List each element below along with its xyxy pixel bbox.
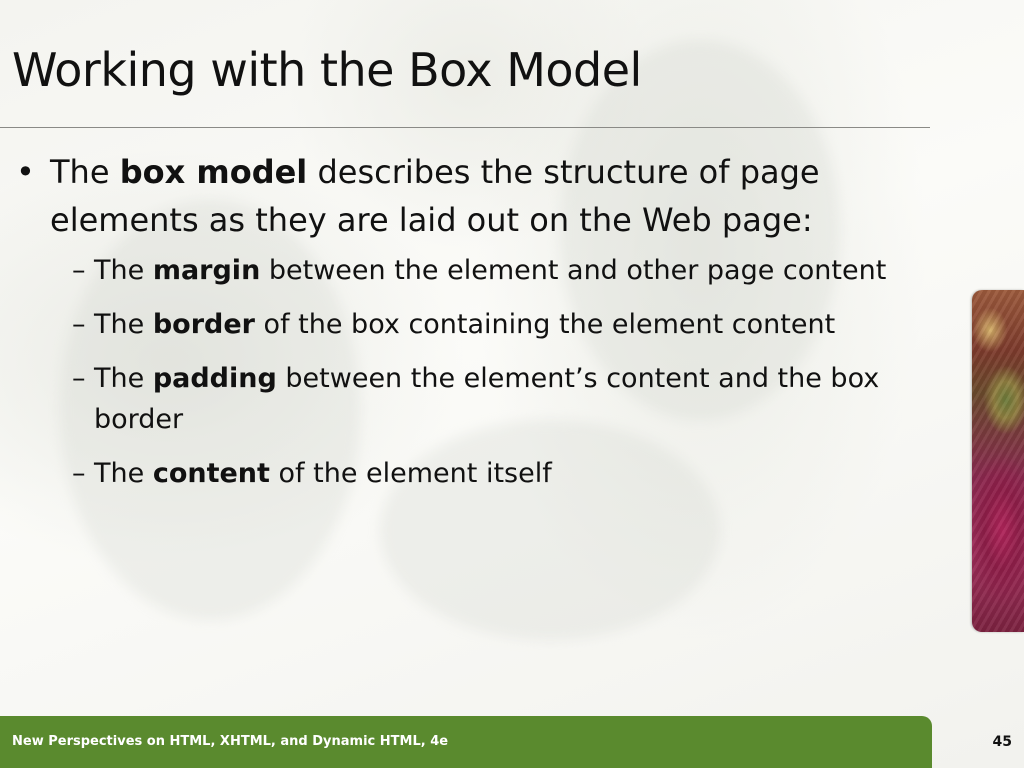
sub-bullet-keyword: padding xyxy=(152,363,277,394)
bullet-item: • The box model describes the structure o… xyxy=(14,148,954,244)
background-petal xyxy=(380,420,720,640)
sub-bullet-marker: – xyxy=(72,309,86,340)
sub-bullet-text: The xyxy=(94,255,153,286)
sub-bullet-item: –The content of the element itself xyxy=(14,453,954,494)
sub-bullet-keyword: margin xyxy=(152,255,261,286)
sub-bullet-text: The xyxy=(94,363,153,394)
slide-title: Working with the Box Model xyxy=(12,43,642,97)
bullet-text: describes the structure of page elements… xyxy=(50,153,820,239)
sub-bullet-text: between the element’s content and the bo… xyxy=(94,363,880,435)
background-petal xyxy=(60,200,360,620)
sub-bullet-keyword: content xyxy=(152,458,270,489)
sub-bullet-item: –The padding between the element’s conte… xyxy=(14,358,954,440)
background-petal xyxy=(560,40,840,420)
sub-bullet-marker: – xyxy=(72,255,86,286)
sub-bullet-marker: – xyxy=(72,363,86,394)
bullet-text: The xyxy=(50,153,120,191)
bullet-keyword: box model xyxy=(119,153,308,191)
sub-bullet-text: The xyxy=(94,458,153,489)
sub-bullet-text: of the box containing the element conten… xyxy=(254,309,836,340)
sub-bullet-item: –The border of the box containing the el… xyxy=(14,304,954,345)
page-number: 45 xyxy=(992,734,1012,750)
footer-text: New Perspectives on HTML, XHTML, and Dyn… xyxy=(12,734,449,749)
bullet-list: • The box model describes the structure o… xyxy=(14,148,954,507)
sub-bullet-marker: – xyxy=(72,458,86,489)
orchid-flower-image xyxy=(972,290,1024,632)
sub-bullet-item: –The margin between the element and othe… xyxy=(14,250,954,291)
title-divider xyxy=(0,127,930,128)
sub-bullet-text: The xyxy=(94,309,153,340)
sub-bullet-keyword: border xyxy=(152,309,255,340)
sub-bullet-text: between the element and other page conte… xyxy=(260,255,887,286)
footer-bar: New Perspectives on HTML, XHTML, and Dyn… xyxy=(0,716,932,768)
sub-bullet-text: of the element itself xyxy=(269,458,552,489)
bullet-marker: • xyxy=(16,153,35,191)
